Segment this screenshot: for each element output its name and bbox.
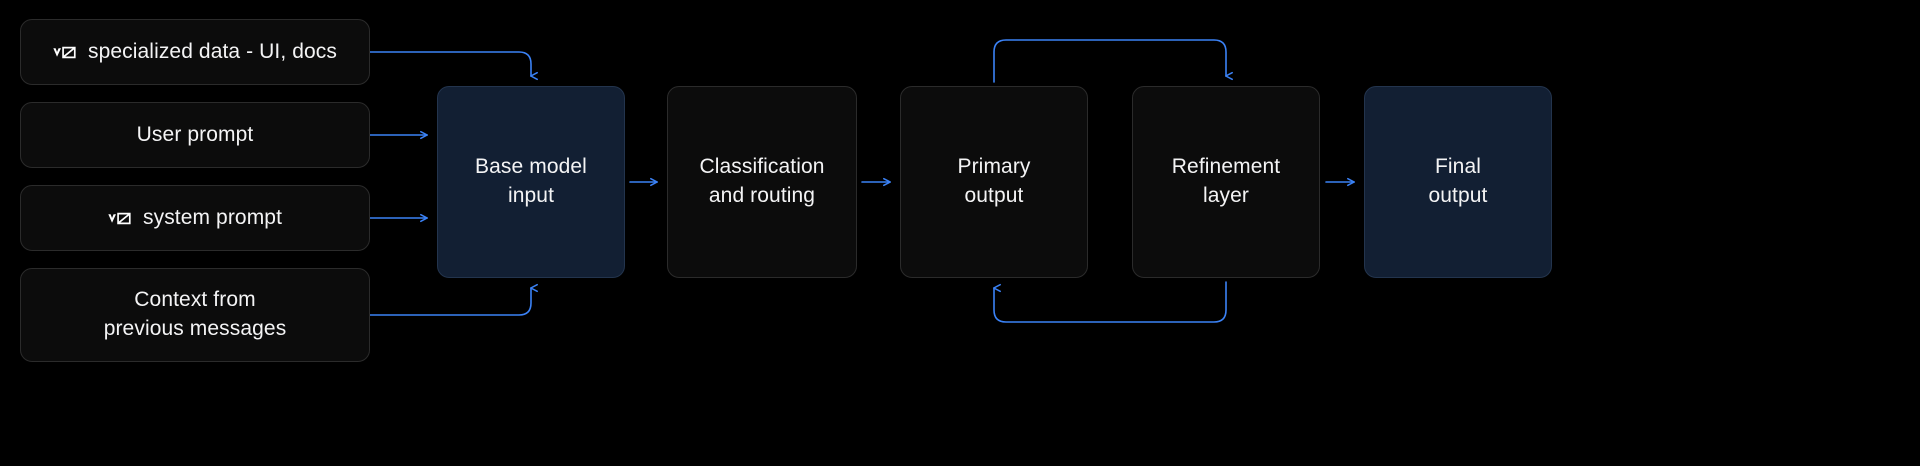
input-label-system-prompt: system prompt [143,205,282,229]
stage-node-base-model-input[interactable]: Base model input [437,86,625,278]
v0-logo-icon [53,46,76,58]
stage-node-primary-output[interactable]: Primary output [900,86,1088,278]
stage-label-final-output-line1: Final [1434,155,1482,179]
v0-logo-icon [108,212,131,224]
stage-label-primary-output: Primary output [957,153,1030,211]
stage-label-refinement-layer: Refinement layer [1172,153,1280,211]
input-label-context-line1: Context from [134,288,256,312]
stage-label-base-model-input-line2: input [507,184,555,207]
stage-label-classification-and-routing-line2: and routing [708,184,816,207]
input-label-context-line2: previous messages [103,317,287,340]
input-label-user-prompt: User prompt [136,122,254,146]
stage-label-primary-output-line1: Primary [957,155,1031,179]
wire-specialized-to-base [369,51,538,81]
stage-label-base-model-input-line1: Base model [475,155,587,179]
input-node-user-prompt[interactable]: User prompt [20,102,370,168]
stage-label-base-model-input: Base model input [475,153,587,211]
wire-refinement-to-primary-bottom [993,281,1227,323]
input-label-specialized-data: specialized data - UI, docs [88,39,337,63]
stage-label-classification-and-routing: Classification and routing [699,153,824,211]
stage-node-classification-and-routing[interactable]: Classification and routing [667,86,857,278]
input-node-context[interactable]: Context from previous messages [20,268,370,362]
wire-primary-to-refinement-top [993,39,1233,83]
stage-label-refinement-layer-line1: Refinement [1171,155,1281,179]
stage-label-final-output-line2: output [1428,184,1488,207]
stage-label-primary-output-line2: output [964,184,1024,207]
input-node-system-prompt[interactable]: system prompt [20,185,370,251]
stage-node-final-output[interactable]: Final output [1364,86,1552,278]
input-node-specialized-data[interactable]: specialized data - UI, docs [20,19,370,85]
stage-label-final-output: Final output [1429,153,1488,211]
input-label-context: Context from previous messages [104,286,287,344]
stage-node-refinement-layer[interactable]: Refinement layer [1132,86,1320,278]
stage-label-refinement-layer-line2: layer [1202,184,1249,207]
wire-context-to-base [369,283,538,316]
stage-label-classification-and-routing-line1: Classification [699,155,825,179]
